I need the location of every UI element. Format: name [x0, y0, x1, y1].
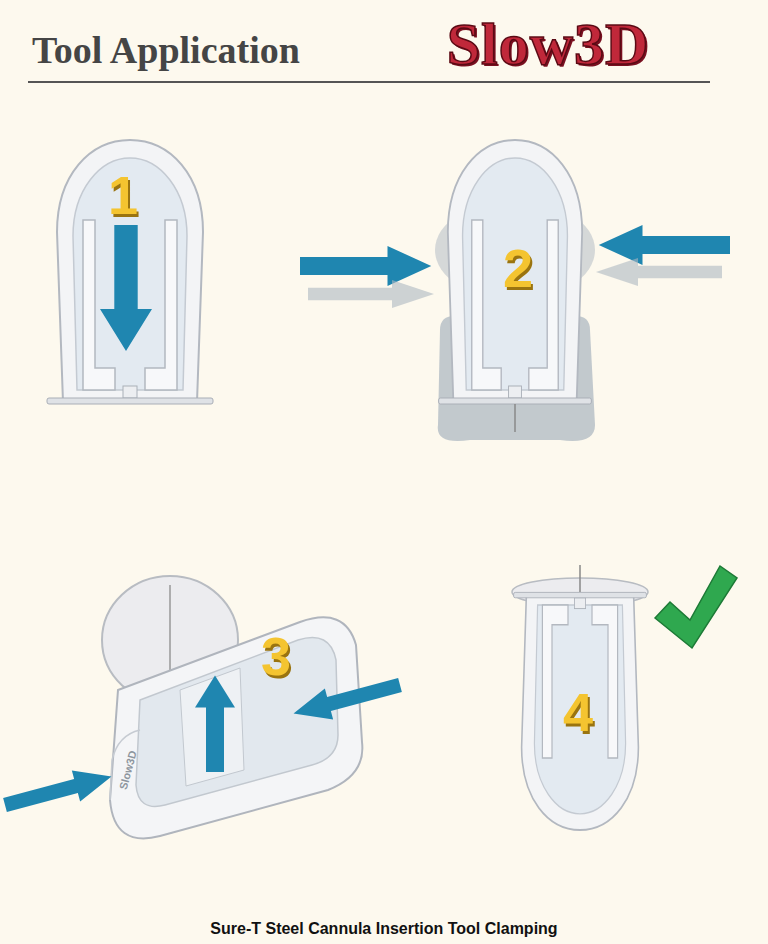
- step-number: 1: [108, 164, 138, 226]
- figure-caption: Sure-T Steel Cannula Insertion Tool Clam…: [210, 920, 557, 938]
- step-number: 4: [563, 681, 593, 743]
- step-number: 3: [261, 625, 291, 687]
- brand-logo: Slow3D: [447, 10, 650, 79]
- step-number: 2: [503, 237, 533, 299]
- page-title: Tool Application: [32, 28, 300, 72]
